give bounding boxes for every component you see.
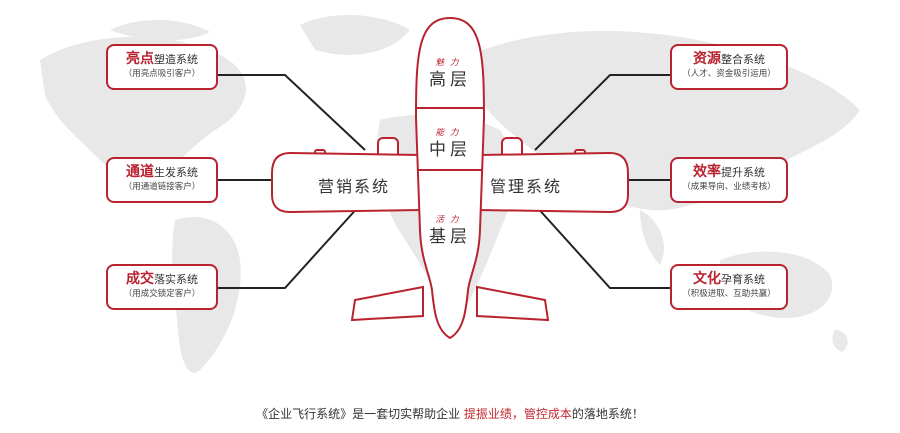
level-top: 魅力 高层 <box>415 58 485 91</box>
box-title-highlight: 效率 <box>693 164 721 180</box>
level-middle-label: 中层 <box>429 140 471 160</box>
box-efficiency-system: 效率提升系统 （成果导向、业绩考核） <box>670 157 788 203</box>
box-title-highlight: 亮点 <box>126 51 154 67</box>
box-title-rest: 提升系统 <box>721 166 765 179</box>
box-subtitle: （人才、资金吸引运用） <box>682 69 776 79</box>
connector-line-right-top <box>534 74 670 151</box>
box-culture-system: 文化孕育系统 （积极进取、互助共赢） <box>670 264 788 310</box>
caption-highlight: 提振业绩，管控成本 <box>463 407 572 421</box>
box-subtitle: （用成交锁定客户） <box>123 289 201 299</box>
box-title-rest: 孕育系统 <box>721 273 765 286</box>
level-base-quality: 活力 <box>435 215 465 225</box>
box-subtitle: （积极进取、互助共赢） <box>682 289 776 299</box>
box-title-rest: 塑造系统 <box>154 53 198 66</box>
caption-suffix: 的落地系统！ <box>571 407 644 421</box>
box-title: 文化孕育系统 <box>672 271 786 288</box>
box-subtitle: （用通道链接客户） <box>123 182 201 192</box>
wing-label-management: 管理系统 <box>490 177 563 196</box>
box-title: 通道生发系统 <box>108 164 216 181</box>
connector-line-right-bottom <box>534 204 670 289</box>
fuselage <box>414 16 486 340</box>
box-highlight-system: 亮点塑造系统 （用亮点吸引客户） <box>106 44 218 90</box>
box-subtitle: （成果导向、业绩考核） <box>682 182 776 192</box>
wing-left <box>271 151 421 214</box>
tail-stabilizer-left <box>350 285 424 322</box>
caption: 《企业飞行系统》是一套切实帮助企业 提振业绩，管控成本的落地系统！ <box>0 405 900 422</box>
airplane <box>271 16 629 340</box>
level-base-label: 基层 <box>429 227 471 247</box>
level-top-label: 高层 <box>429 70 471 90</box>
wing-right <box>479 151 629 214</box>
box-subtitle: （用亮点吸引客户） <box>123 69 201 79</box>
connector-line-left-bottom <box>218 204 361 289</box>
box-title-rest: 落实系统 <box>154 273 198 286</box>
level-middle: 能力 中层 <box>415 128 485 161</box>
tail-stabilizer-right <box>476 285 550 322</box>
box-title-highlight: 文化 <box>693 271 721 287</box>
level-middle-quality: 能力 <box>435 128 465 138</box>
box-title: 效率提升系统 <box>672 164 786 181</box>
box-channel-system: 通道生发系统 （用通道链接客户） <box>106 157 218 203</box>
box-deal-system: 成交落实系统 （用成交锁定客户） <box>106 264 218 310</box>
connector-lines <box>218 74 670 289</box>
box-title-rest: 生发系统 <box>154 166 198 179</box>
box-title: 资源整合系统 <box>672 51 786 68</box>
level-top-quality: 魅力 <box>435 58 465 68</box>
caption-prefix: 《企业飞行系统》是一套切实帮助企业 <box>256 407 461 421</box>
box-title-highlight: 成交 <box>126 271 154 287</box>
box-resource-system: 资源整合系统 （人才、资金吸引运用） <box>670 44 788 90</box>
box-title-highlight: 资源 <box>693 51 721 67</box>
connector-line-left-top <box>218 74 366 151</box>
level-base: 活力 基层 <box>415 215 485 248</box>
box-title-rest: 整合系统 <box>721 53 765 66</box>
wing-label-marketing: 营销系统 <box>318 177 391 196</box>
box-title-highlight: 通道 <box>126 164 154 180</box>
box-title: 成交落实系统 <box>108 271 216 288</box>
box-title: 亮点塑造系统 <box>108 51 216 68</box>
